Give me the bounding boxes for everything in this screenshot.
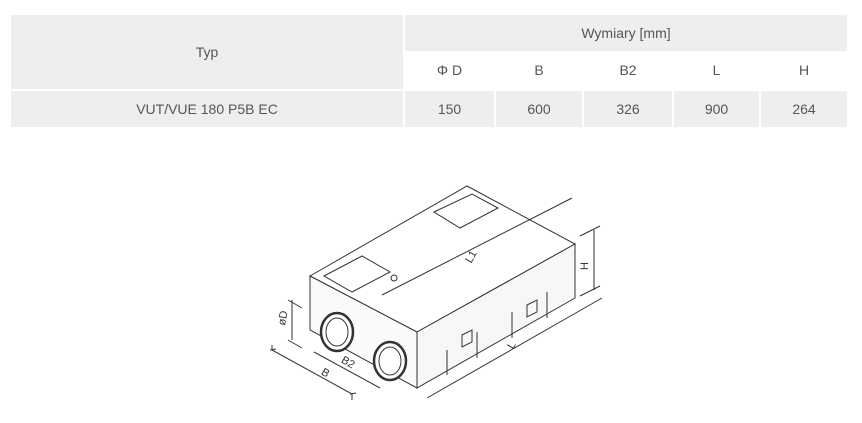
column-header-label: B2 (619, 62, 637, 78)
cell-value: 150 (437, 101, 462, 117)
unit-dimension-drawing: øD B2 B L1 L H (262, 180, 612, 420)
b2-label: B2 (339, 354, 357, 371)
table-cell-h: 264 (761, 91, 847, 127)
cell-value: 264 (792, 101, 816, 117)
column-header-b2: B2 (584, 51, 672, 89)
column-header-h: H (761, 51, 847, 89)
b-label: B (319, 366, 331, 380)
unit-isometric-icon: øD B2 B L1 L H (269, 185, 603, 400)
header-type: Typ (11, 15, 403, 89)
header-dimensions-label: Wymiary [mm] (581, 25, 671, 41)
column-header-label: B (534, 62, 544, 78)
header-type-label: Typ (195, 44, 219, 60)
cell-value: 900 (704, 101, 729, 117)
column-header-label: Φ D (436, 62, 463, 78)
column-header-l: L (674, 51, 759, 89)
header-dimensions: Wymiary [mm] (405, 15, 847, 51)
table-cell-b2: 326 (584, 91, 672, 127)
l-label: L (505, 340, 518, 351)
cell-value: 600 (527, 101, 551, 117)
cell-value: 326 (616, 101, 640, 117)
column-header-diameter: Φ D (405, 51, 494, 89)
h-label: H (579, 262, 591, 270)
table-cell-b: 600 (496, 91, 582, 127)
column-header-label: H (798, 62, 810, 78)
column-header-b: B (496, 51, 582, 89)
table-cell-diameter: 150 (405, 91, 494, 127)
diameter-label: øD (276, 310, 290, 327)
row-type-value: VUT/VUE 180 P5B EC (136, 101, 278, 117)
table-cell-l: 900 (674, 91, 759, 127)
column-header-label: L (712, 62, 721, 78)
l1-label: L1 (463, 249, 480, 266)
table-row-type: VUT/VUE 180 P5B EC (11, 91, 403, 127)
